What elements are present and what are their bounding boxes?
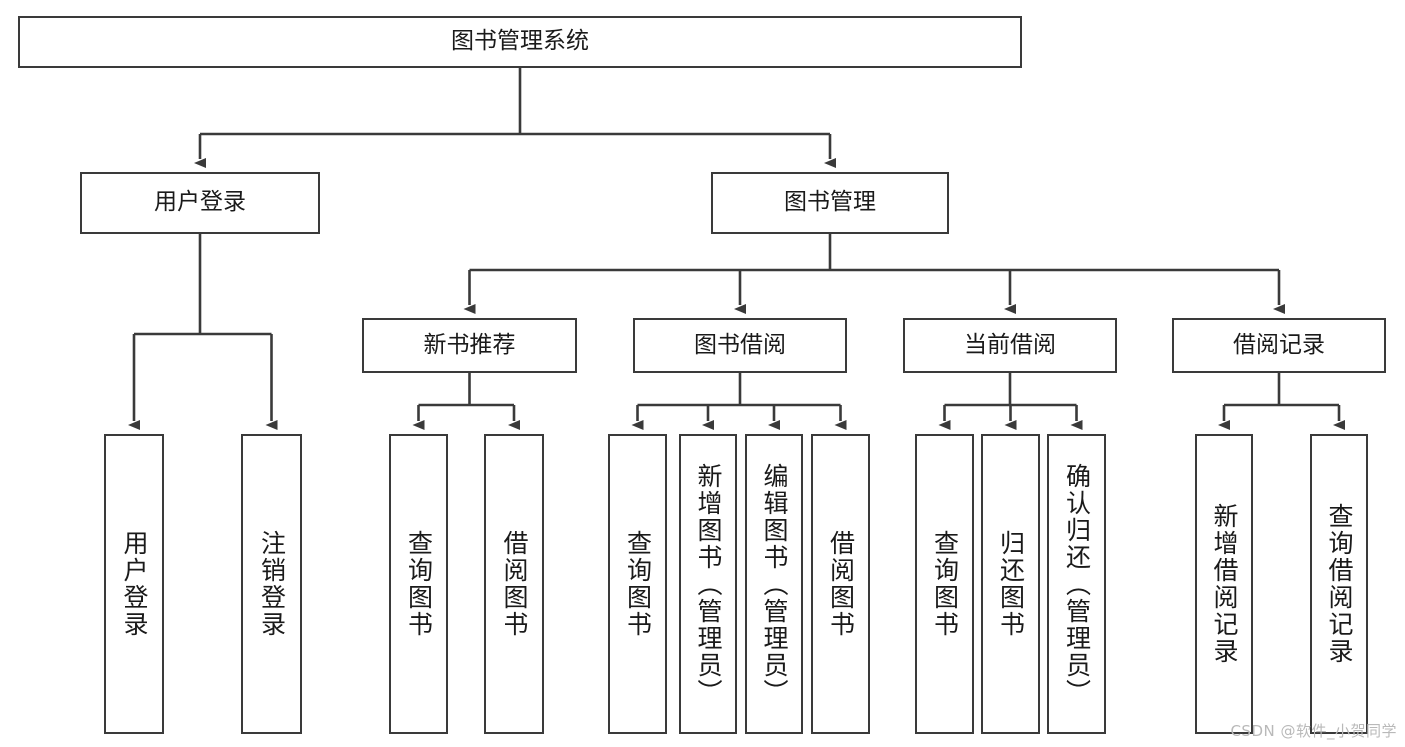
node-confirm-return[interactable]: 确认归还（管理员）: [1047, 434, 1106, 734]
node-edit-book[interactable]: 编辑图书（管理员）: [745, 434, 803, 734]
node-label-current-borrow: 当前借阅: [964, 331, 1056, 358]
node-label-add-book: 新增图书（管理员）: [694, 462, 723, 706]
node-label-borrow-book-1: 借阅图书: [500, 530, 529, 638]
node-label-root: 图书管理系统: [451, 28, 589, 55]
node-label-borrow-record: 借阅记录: [1233, 331, 1325, 358]
node-return-book[interactable]: 归还图书: [981, 434, 1040, 734]
node-borrow-book-2[interactable]: 借阅图书: [811, 434, 870, 734]
node-add-borrow-record[interactable]: 新增借阅记录: [1195, 434, 1253, 734]
node-label-user-login: 用户登录: [154, 189, 246, 216]
node-label-confirm-return: 确认归还（管理员）: [1062, 462, 1092, 706]
node-query-borrow-record[interactable]: 查询借阅记录: [1310, 434, 1368, 734]
watermark-text: CSDN @软件_小贺同学: [1230, 722, 1397, 740]
node-borrow-record[interactable]: 借阅记录: [1172, 318, 1386, 373]
node-new-book-recommend[interactable]: 新书推荐: [362, 318, 577, 373]
node-label-query-book-3: 查询图书: [930, 530, 960, 638]
node-current-borrow[interactable]: 当前借阅: [903, 318, 1117, 373]
node-label-query-book-1: 查询图书: [404, 530, 434, 638]
node-user-login-do[interactable]: 用户登录: [104, 434, 164, 734]
node-add-book[interactable]: 新增图书（管理员）: [679, 434, 737, 734]
node-query-book-3[interactable]: 查询图书: [915, 434, 974, 734]
node-label-return-book: 归还图书: [996, 530, 1026, 638]
node-borrow-book-1[interactable]: 借阅图书: [484, 434, 544, 734]
node-label-query-borrow-record: 查询借阅记录: [1325, 503, 1354, 665]
node-label-add-borrow-record: 新增借阅记录: [1210, 503, 1239, 665]
node-label-user-login-do: 用户登录: [120, 530, 149, 638]
node-book-borrow[interactable]: 图书借阅: [633, 318, 847, 373]
node-user-logout[interactable]: 注销登录: [241, 434, 302, 734]
node-label-user-logout: 注销登录: [257, 530, 287, 638]
node-root[interactable]: 图书管理系统: [18, 16, 1022, 68]
node-book-manage[interactable]: 图书管理: [711, 172, 949, 234]
node-query-book-1[interactable]: 查询图书: [389, 434, 448, 734]
node-label-edit-book: 编辑图书（管理员）: [760, 462, 789, 706]
node-label-new-book-recommend: 新书推荐: [423, 331, 516, 358]
node-label-book-manage: 图书管理: [784, 189, 876, 216]
node-label-borrow-book-2: 借阅图书: [826, 530, 856, 638]
node-user-login[interactable]: 用户登录: [80, 172, 320, 234]
node-label-book-borrow: 图书借阅: [694, 331, 786, 358]
node-label-query-book-2: 查询图书: [623, 530, 653, 638]
node-query-book-2[interactable]: 查询图书: [608, 434, 667, 734]
